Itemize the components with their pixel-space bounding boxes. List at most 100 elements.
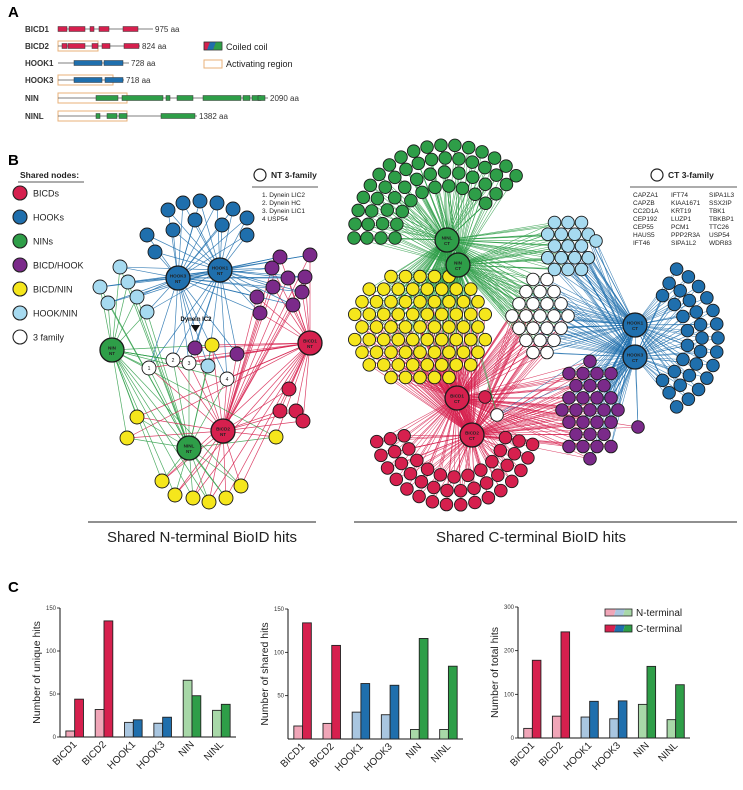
bicd-nin-node	[413, 295, 427, 309]
three-family-node	[519, 284, 533, 299]
bicd-nin-node	[413, 370, 427, 385]
network-edge	[148, 367, 190, 449]
three-family-node	[512, 321, 526, 335]
nin-node	[452, 152, 466, 166]
bicd-hook-node	[583, 378, 597, 393]
bicd-nin-node	[464, 332, 478, 347]
network-edge	[456, 397, 570, 423]
bicd-hook-node	[562, 415, 576, 429]
hub-node	[165, 265, 191, 291]
bicd-nin-node	[427, 320, 442, 334]
nin-node	[395, 204, 410, 219]
three-family-node	[526, 321, 540, 335]
bicd-nin-node	[435, 307, 449, 322]
hub-label: BICD1	[303, 339, 317, 344]
network-edge	[194, 347, 224, 432]
network-edge	[446, 147, 469, 241]
hub-label: HOOK3	[170, 274, 187, 279]
bicd-hook-node	[252, 305, 268, 321]
network-edge	[148, 277, 179, 369]
bicd-node	[498, 430, 513, 445]
bicd-nin-node	[442, 345, 456, 359]
bicd-hook-node	[604, 391, 618, 405]
network-edge	[446, 239, 548, 280]
panel-label-c: C	[8, 579, 19, 596]
network-edge	[182, 202, 221, 271]
bicd-node	[397, 429, 411, 443]
bicd-nin-node	[478, 332, 493, 347]
nt-family-item: 2. Dynein HC	[262, 200, 301, 207]
y-axis-label: Number of unique hits	[31, 621, 43, 724]
legend-swatch	[12, 305, 28, 321]
coiled-coil-domain	[61, 43, 68, 49]
legend-label: BICD/NIN	[33, 285, 73, 295]
bicd-hook-node	[583, 451, 597, 466]
hook-node	[667, 297, 682, 312]
network-edge	[219, 269, 228, 380]
n-terminal-bar-hook1	[580, 716, 591, 739]
network-edge	[177, 254, 311, 279]
hook-node	[706, 303, 720, 318]
nin-node	[468, 187, 482, 201]
nt-family-item: 1. Dynein LIC2	[262, 192, 305, 199]
network-edge	[456, 397, 584, 447]
c-terminal-bar-bicd2	[103, 620, 114, 738]
hook-node	[225, 201, 241, 217]
network-edge	[111, 349, 194, 499]
y-tick-label: 50	[49, 692, 56, 698]
bicd-nin-node	[369, 345, 384, 359]
n-terminal-bar-ninl	[439, 729, 449, 740]
network-edge	[146, 234, 221, 271]
network-edge	[456, 397, 515, 454]
nin-node	[382, 158, 397, 172]
hook-node	[669, 400, 684, 414]
protein-length: 2090 aa	[270, 94, 299, 103]
bicd-hook-node	[229, 346, 245, 362]
bicd-node	[505, 474, 519, 489]
network-edge	[111, 349, 176, 496]
protein-length: 824 aa	[142, 42, 167, 51]
bicd-hook-node	[576, 415, 590, 429]
nin-node	[499, 159, 513, 173]
network-edge	[136, 296, 190, 449]
hook-node	[695, 331, 709, 345]
bicd-nin-node	[420, 358, 435, 372]
network-edge	[172, 277, 179, 361]
nin-node	[448, 138, 462, 153]
hook-node	[214, 217, 230, 233]
hook-node	[239, 210, 255, 226]
c-terminal-bar-hook3	[617, 700, 628, 739]
hub-label: BICD2	[465, 431, 479, 436]
three-family-node	[540, 272, 554, 287]
network-edge	[390, 377, 473, 436]
bicd-nin-node	[427, 345, 442, 359]
network-edge	[456, 340, 541, 399]
bicd-nin-node	[406, 307, 420, 322]
three-family-node	[540, 297, 554, 311]
network-edge	[225, 342, 311, 499]
network-edge	[567, 315, 636, 358]
nin-node	[465, 170, 480, 184]
c-terminal-bar-bicd1	[302, 622, 312, 740]
bicd-node	[374, 448, 388, 463]
c-terminal-bar-nin	[191, 695, 202, 738]
network-edge	[361, 239, 448, 328]
network-edge	[177, 217, 248, 279]
hook-node	[187, 212, 203, 228]
network-edge	[107, 302, 190, 449]
hook-node	[667, 364, 682, 379]
coiled-coil-domain	[68, 26, 86, 32]
c-terminal-bar-bicd1	[74, 698, 84, 738]
nin-node	[415, 185, 429, 200]
bicd-nin-node	[384, 295, 398, 309]
network-edge	[610, 356, 636, 447]
c-terminal-bar-hook3	[162, 716, 172, 738]
hub-node	[445, 252, 471, 278]
